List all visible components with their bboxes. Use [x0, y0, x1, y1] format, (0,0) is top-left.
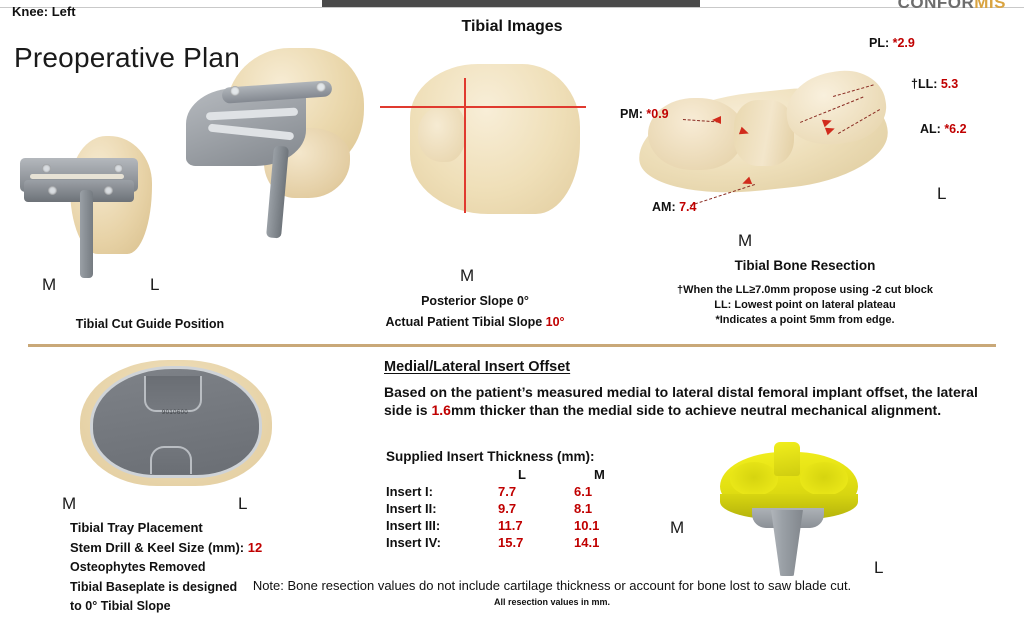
osteophytes-line: Osteophytes Removed: [70, 560, 206, 575]
resection-caption: Tibial Bone Resection: [734, 258, 876, 273]
offset-value: 1.6: [431, 402, 451, 419]
footer-note: Note: Bone resection values do not inclu…: [252, 578, 852, 593]
insert-4-lateral: 15.7: [498, 535, 524, 550]
table-row: Insert IV: 15.7 14.1: [386, 534, 650, 551]
section-title-tibial-images: Tibial Images: [461, 18, 563, 35]
insert-2-medial: 8.1: [574, 501, 593, 516]
stem-drill-keel-value: 12: [247, 540, 263, 556]
implant-marker-lateral: L: [874, 558, 884, 577]
insert-2-lateral: 9.7: [498, 501, 517, 516]
section-divider: [28, 344, 996, 347]
tray-marker-lateral: L: [238, 494, 248, 513]
tray-part-marking: 9010600: [161, 410, 189, 416]
baseplate-line-1: Tibial Baseplate is designed: [70, 579, 238, 594]
offset-body-post: mm thicker than the medial side to achie…: [450, 402, 942, 419]
measurement-ll: †LL: 5.3: [911, 77, 958, 91]
measurement-al: AL: *6.2: [920, 122, 967, 136]
measurement-ll-label: †LL:: [911, 77, 941, 91]
offset-body: Based on the patient’s measured medial t…: [384, 383, 984, 419]
tibial-implant-render: [714, 442, 864, 578]
tray-text-block: Tibial Tray Placement Stem Drill & Keel …: [70, 518, 300, 616]
measurement-pl-label: PL:: [869, 36, 893, 50]
top-bar: [322, 0, 700, 7]
insert-3-label: Insert III:: [386, 518, 441, 533]
tray-marker-medial: M: [62, 494, 77, 513]
table-header-blank: [386, 466, 498, 483]
insert-table-title: Supplied Insert Thickness (mm):: [386, 449, 595, 464]
insert-1-label: Insert I:: [386, 484, 433, 499]
measurement-pm: PM: *0.9: [620, 107, 669, 121]
table-row: Insert II: 9.7 8.1: [386, 500, 650, 517]
footer-units: All resection values in mm.: [493, 597, 611, 607]
insert-4-medial: 14.1: [574, 535, 600, 550]
measurement-pm-label: PM:: [620, 107, 647, 121]
measurement-am-label: AM:: [652, 200, 680, 214]
top-divider: [0, 7, 1024, 8]
posterior-slope-label: Posterior Slope 0°: [421, 294, 529, 308]
table-header-row: L M: [386, 466, 650, 483]
insert-4-label: Insert IV:: [386, 535, 441, 550]
table-row: Insert I: 7.7 6.1: [386, 483, 650, 500]
resection-marker-lateral: L: [937, 184, 947, 203]
stem-drill-keel-line: Stem Drill & Keel Size (mm): 12: [70, 538, 300, 558]
stem-drill-keel-label: Stem Drill & Keel Size (mm):: [70, 540, 248, 556]
measurement-am-value: 7.4: [679, 200, 697, 214]
measurement-al-label: AL:: [920, 122, 945, 136]
brand-logo-primary: CONFOR: [897, 0, 975, 12]
insert-1-medial: 6.1: [574, 484, 593, 499]
resection-footnote-3: *Indicates a point 5mm from edge.: [715, 313, 895, 326]
brand-logo-accent: MIS: [974, 0, 1006, 12]
resection-footnote-1: †When the LL≥7.0mm propose using -2 cut …: [676, 284, 933, 296]
implant-marker-medial: M: [670, 518, 685, 537]
crosshair-horizontal: [380, 106, 586, 108]
offset-body-pre: Based on the patient’s measured medial t…: [384, 384, 978, 419]
brand-logo: CONFORMIS: [898, 0, 1006, 13]
insert-1-lateral: 7.7: [498, 484, 517, 499]
arrowhead-pm: [712, 116, 721, 124]
actual-tibial-slope-value: 10°: [545, 315, 565, 329]
cut-guide-marker-medial: M: [42, 275, 57, 294]
insert-3-medial: 10.1: [574, 518, 600, 533]
insert-thickness-table: L M Insert I: 7.7 6.1 Insert II: 9.7 8.1…: [386, 466, 650, 551]
measurement-ll-value: 5.3: [940, 77, 959, 91]
baseplate-line-2: to 0° Tibial Slope: [70, 599, 171, 614]
actual-tibial-slope-text: Actual Patient Tibial Slope: [385, 315, 546, 329]
measurement-pm-value: *0.9: [646, 107, 669, 121]
table-header-lateral: L: [518, 467, 526, 482]
measurement-pl-value: *2.9: [892, 36, 915, 50]
insert-3-lateral: 11.7: [498, 518, 523, 533]
table-header-medial: M: [594, 467, 605, 482]
tibial-cut-guide-render-frontal: [18, 118, 168, 278]
resection-footnotes: †When the LL≥7.0mm propose using -2 cut …: [640, 283, 970, 328]
tibial-resection-render: [633, 60, 893, 203]
insert-2-label: Insert II:: [386, 501, 437, 516]
tibial-cut-guide-render-oblique: [186, 48, 366, 268]
cut-guide-caption: Tibial Cut Guide Position: [75, 317, 225, 331]
table-row: Insert III: 11.7 10.1: [386, 517, 650, 534]
crosshair-vertical: [464, 78, 466, 213]
tibial-lateral-view-render: [400, 58, 590, 223]
measurement-pl: PL: *2.9: [869, 36, 915, 50]
tray-caption: Tibial Tray Placement: [70, 520, 203, 535]
tibial-tray-placement-render: 9010600: [72, 358, 280, 488]
offset-heading: Medial/Lateral Insert Offset: [384, 359, 571, 375]
measurement-al-value: *6.2: [944, 122, 967, 136]
resection-footnote-2: LL: Lowest point on lateral plateau: [714, 298, 896, 311]
measurement-am: AM: 7.4: [652, 200, 696, 214]
slope-marker-medial: M: [460, 266, 475, 285]
page-title: Preoperative Plan: [14, 42, 240, 73]
cut-guide-marker-lateral: L: [150, 275, 160, 294]
resection-marker-medial: M: [738, 231, 753, 250]
knee-side-label: Knee: Left: [12, 4, 76, 19]
actual-tibial-slope-label: Actual Patient Tibial Slope 10°: [350, 315, 600, 329]
